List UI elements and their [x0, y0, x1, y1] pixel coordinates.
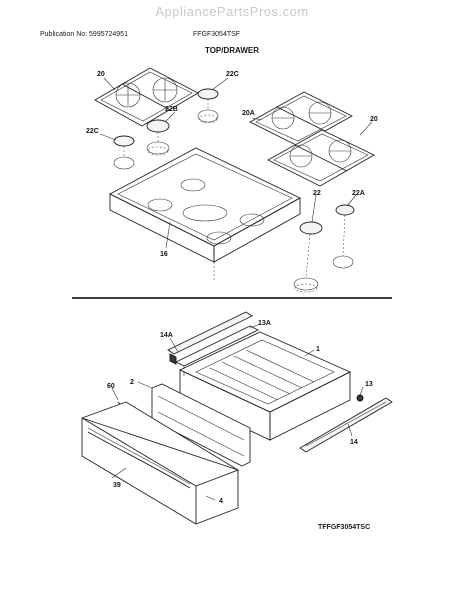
callout-cooktop: 16	[160, 251, 168, 258]
callout-drawer-front: 4	[219, 498, 223, 505]
callout-drawer-frame: 2	[130, 379, 134, 386]
drawer-rail	[299, 397, 393, 453]
leader-lines-top	[99, 77, 373, 249]
publication-number: Publication No: 5995724951	[40, 31, 128, 38]
drawer-pan	[178, 331, 352, 441]
model-number: FFGF3054TSF	[193, 31, 241, 38]
callout-grate-left: 20	[97, 71, 105, 78]
callout-drawer-pan: 1	[316, 346, 320, 353]
callout-grate-right: 20	[370, 116, 378, 123]
cooktop	[109, 147, 301, 282]
callout-handle: 39	[113, 482, 121, 489]
callout-cap-large-left: 22B	[165, 106, 178, 113]
grate-right	[267, 129, 375, 187]
callout-grate-right-front: 20A	[242, 110, 255, 117]
callout-cap-small-left: 22C	[86, 128, 99, 135]
callout-roller: 13	[365, 381, 373, 388]
callout-cap-small-right: 22A	[352, 190, 365, 197]
section-title: TOP/DRAWER	[204, 46, 260, 55]
drawer-front	[81, 401, 240, 525]
burner-cap-large-left	[146, 119, 170, 156]
diagram-code: TFFGF3054TSC	[318, 524, 371, 531]
drawer-slide-left	[167, 311, 253, 365]
burner-cap-large-right	[293, 221, 323, 293]
callout-drawer-slide-bracket: 13A	[258, 320, 271, 327]
grate-left	[94, 67, 199, 127]
leader-lines-drawer	[111, 323, 364, 501]
grate-right-front	[249, 91, 353, 147]
burner-cap-small-left	[113, 135, 135, 170]
watermark: AppliancePartsPros.com	[155, 4, 309, 19]
burner-cap-small-right	[332, 204, 355, 269]
drawer-handle	[87, 427, 191, 489]
roller	[356, 394, 364, 402]
callout-cap-large-right: 22	[313, 190, 321, 197]
callout-drawer-rail: 14	[350, 439, 358, 446]
callout-screw: 60	[107, 383, 115, 390]
callout-drawer-slide-left: 14A	[160, 332, 173, 339]
burner-cap-small-top	[197, 88, 219, 124]
callout-cap-small-top: 22C	[226, 71, 239, 78]
